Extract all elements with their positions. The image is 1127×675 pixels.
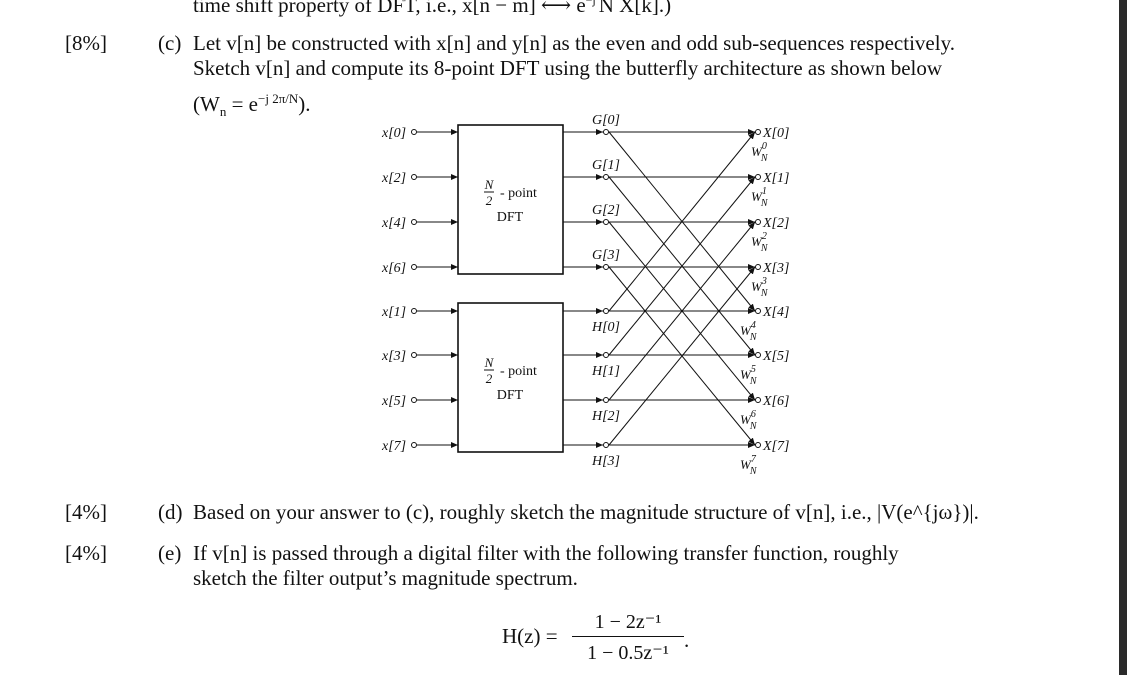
top-fragment: time shift property of DFT, i.e., x[n − … <box>193 0 672 17</box>
g-label: G[3] <box>592 248 620 263</box>
g-label: G[2] <box>592 203 620 218</box>
output-label: X[1] <box>762 171 789 186</box>
output-label: X[3] <box>762 261 789 276</box>
part-c-line3: (Wn = e−j 2π/N). <box>193 91 311 120</box>
part-e-marks: [4%] <box>65 541 107 565</box>
part-c-label: (c) <box>158 31 182 55</box>
h-label: H[0] <box>591 320 620 335</box>
butterfly-cross <box>608 266 756 446</box>
dft-block-top <box>457 124 564 275</box>
input-node <box>411 308 417 314</box>
part-e-label: (e) <box>158 541 182 565</box>
h-label: H[2] <box>591 409 620 424</box>
output-node <box>755 308 761 314</box>
equation-numerator: 1 − 2z⁻¹ <box>594 611 662 633</box>
output-label: X[7] <box>762 439 789 454</box>
input-label: x[0] <box>381 126 406 141</box>
input-node <box>411 129 417 135</box>
block-top-label-denominator: 2 <box>486 193 493 208</box>
butterfly-cross <box>608 221 756 401</box>
fraction-bar <box>572 636 684 637</box>
input-node <box>411 397 417 403</box>
input-label: x[6] <box>381 261 406 276</box>
output-node <box>755 397 761 403</box>
equation-end: . <box>684 628 690 652</box>
butterfly-node <box>603 397 609 403</box>
input-label: x[5] <box>381 394 406 409</box>
h-label: H[3] <box>591 454 620 469</box>
block-top-label-point: - point <box>500 186 537 201</box>
h-label: H[1] <box>591 364 620 379</box>
g-label: G[1] <box>592 158 620 173</box>
butterfly-node <box>603 129 609 135</box>
part-c-line1: Let v[n] be constructed with x[n] and y[… <box>193 31 955 55</box>
output-node <box>755 352 761 358</box>
input-node <box>411 352 417 358</box>
output-node <box>755 129 761 135</box>
part-e-line1: If v[n] is passed through a digital filt… <box>193 541 899 565</box>
output-node <box>755 264 761 270</box>
part-c-line2: Sketch v[n] and compute its 8-point DFT … <box>193 56 943 80</box>
block-top-label-numerator: N <box>484 177 495 192</box>
input-node <box>411 219 417 225</box>
butterfly-node <box>603 219 609 225</box>
butterfly-node <box>603 352 609 358</box>
input-node <box>411 174 417 180</box>
input-label: x[2] <box>381 171 406 186</box>
block-top-label-dft: DFT <box>497 210 524 225</box>
butterfly-cross <box>608 131 756 312</box>
input-label: x[1] <box>381 305 406 320</box>
part-c-marks: [8%] <box>65 31 107 55</box>
input-node <box>411 442 417 448</box>
butterfly-node <box>603 308 609 314</box>
equation-denominator: 1 − 0.5z⁻¹ <box>587 642 669 664</box>
vertical-scrollbar[interactable] <box>1119 0 1127 675</box>
output-label: X[0] <box>762 126 789 141</box>
output-node <box>755 174 761 180</box>
output-label: X[6] <box>762 394 789 409</box>
dft-block-bottom <box>457 302 564 453</box>
butterfly-cross <box>608 176 756 356</box>
butterfly-cross <box>608 221 756 401</box>
input-label: x[7] <box>381 439 406 454</box>
output-label: X[4] <box>762 305 789 320</box>
part-d-text: Based on your answer to (c), roughly ske… <box>193 500 979 524</box>
input-node <box>411 264 417 270</box>
block-bottom-label-point: - point <box>500 364 537 379</box>
part-d-marks: [4%] <box>65 500 107 524</box>
input-label: x[4] <box>381 216 406 231</box>
g-label: G[0] <box>592 113 620 128</box>
input-label: x[3] <box>381 349 406 364</box>
block-bottom-label-dft: DFT <box>497 388 524 403</box>
output-label: X[5] <box>762 349 789 364</box>
butterfly-node <box>603 264 609 270</box>
block-bottom-label-denominator: 2 <box>486 371 493 386</box>
butterfly-cross <box>608 131 756 312</box>
equation-lhs: H(z) = <box>502 624 558 648</box>
part-e-line2: sketch the filter output’s magnitude spe… <box>193 566 578 590</box>
part-d-label: (d) <box>158 500 183 524</box>
block-bottom-label-numerator: N <box>484 355 495 370</box>
output-node <box>755 219 761 225</box>
butterfly-node <box>603 174 609 180</box>
butterfly-cross <box>608 266 756 446</box>
butterfly-cross <box>608 176 756 356</box>
output-label: X[2] <box>762 216 789 231</box>
butterfly-node <box>603 442 609 448</box>
output-node <box>755 442 761 448</box>
